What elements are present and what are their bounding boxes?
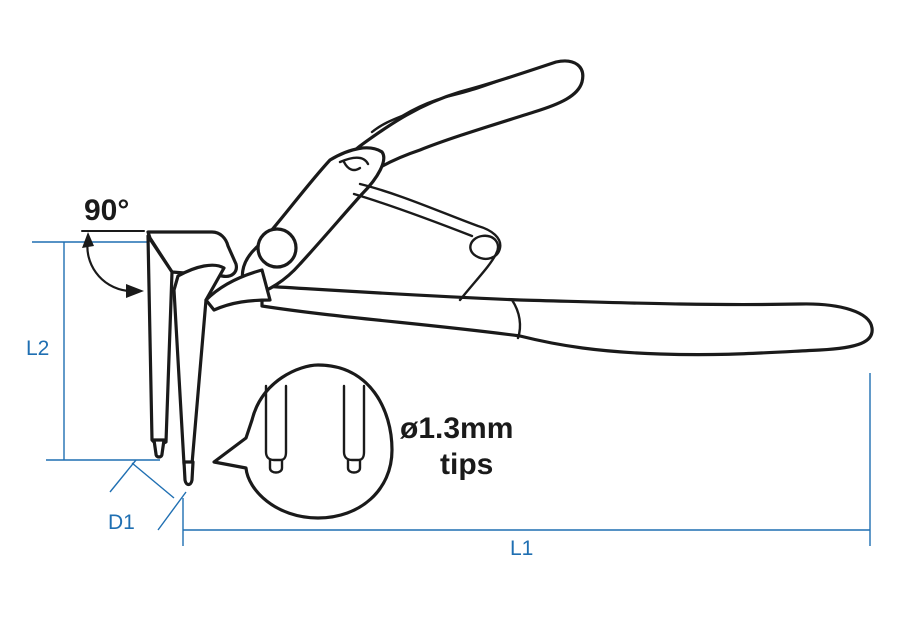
tip-callout — [212, 363, 394, 520]
left-jaw-arm — [146, 234, 174, 448]
left-jaw-tip — [152, 438, 166, 459]
tip-size-label: ø1.3mm — [400, 412, 513, 445]
upper-grip-ridges — [370, 74, 516, 134]
dimension-lines — [32, 230, 871, 546]
right-jaw-tip — [182, 460, 195, 487]
magnified-left-pin — [264, 384, 288, 462]
magnified-right-pin-tip — [346, 458, 362, 474]
l2-label: L2 — [26, 337, 49, 360]
lower-grip-boundary — [510, 298, 522, 340]
magnified-left-pin-tip — [268, 458, 284, 474]
callout-bubble — [212, 363, 394, 520]
joint-housing-edge — [338, 156, 370, 166]
angle-arrowhead-right — [126, 284, 144, 298]
spring-wire — [358, 182, 502, 302]
spring-wire-inner — [352, 192, 474, 238]
lower-jaw-link — [204, 268, 272, 312]
angle-90-indicator — [82, 232, 144, 298]
pivot-rivet — [256, 227, 298, 269]
tip-word-label: tips — [440, 448, 493, 481]
l1-label: L1 — [510, 537, 533, 560]
d1-label: D1 — [108, 511, 135, 534]
d1-dimension-line — [131, 462, 175, 499]
d1-right-extension — [157, 491, 187, 531]
joint-hook — [342, 160, 362, 172]
angle-arrowhead-top — [82, 232, 94, 248]
lower-handle — [260, 284, 874, 357]
plier-body — [146, 59, 874, 487]
angle-label: 90° — [84, 194, 129, 227]
d1-left-extension — [109, 459, 137, 493]
magnified-right-pin — [342, 384, 366, 462]
